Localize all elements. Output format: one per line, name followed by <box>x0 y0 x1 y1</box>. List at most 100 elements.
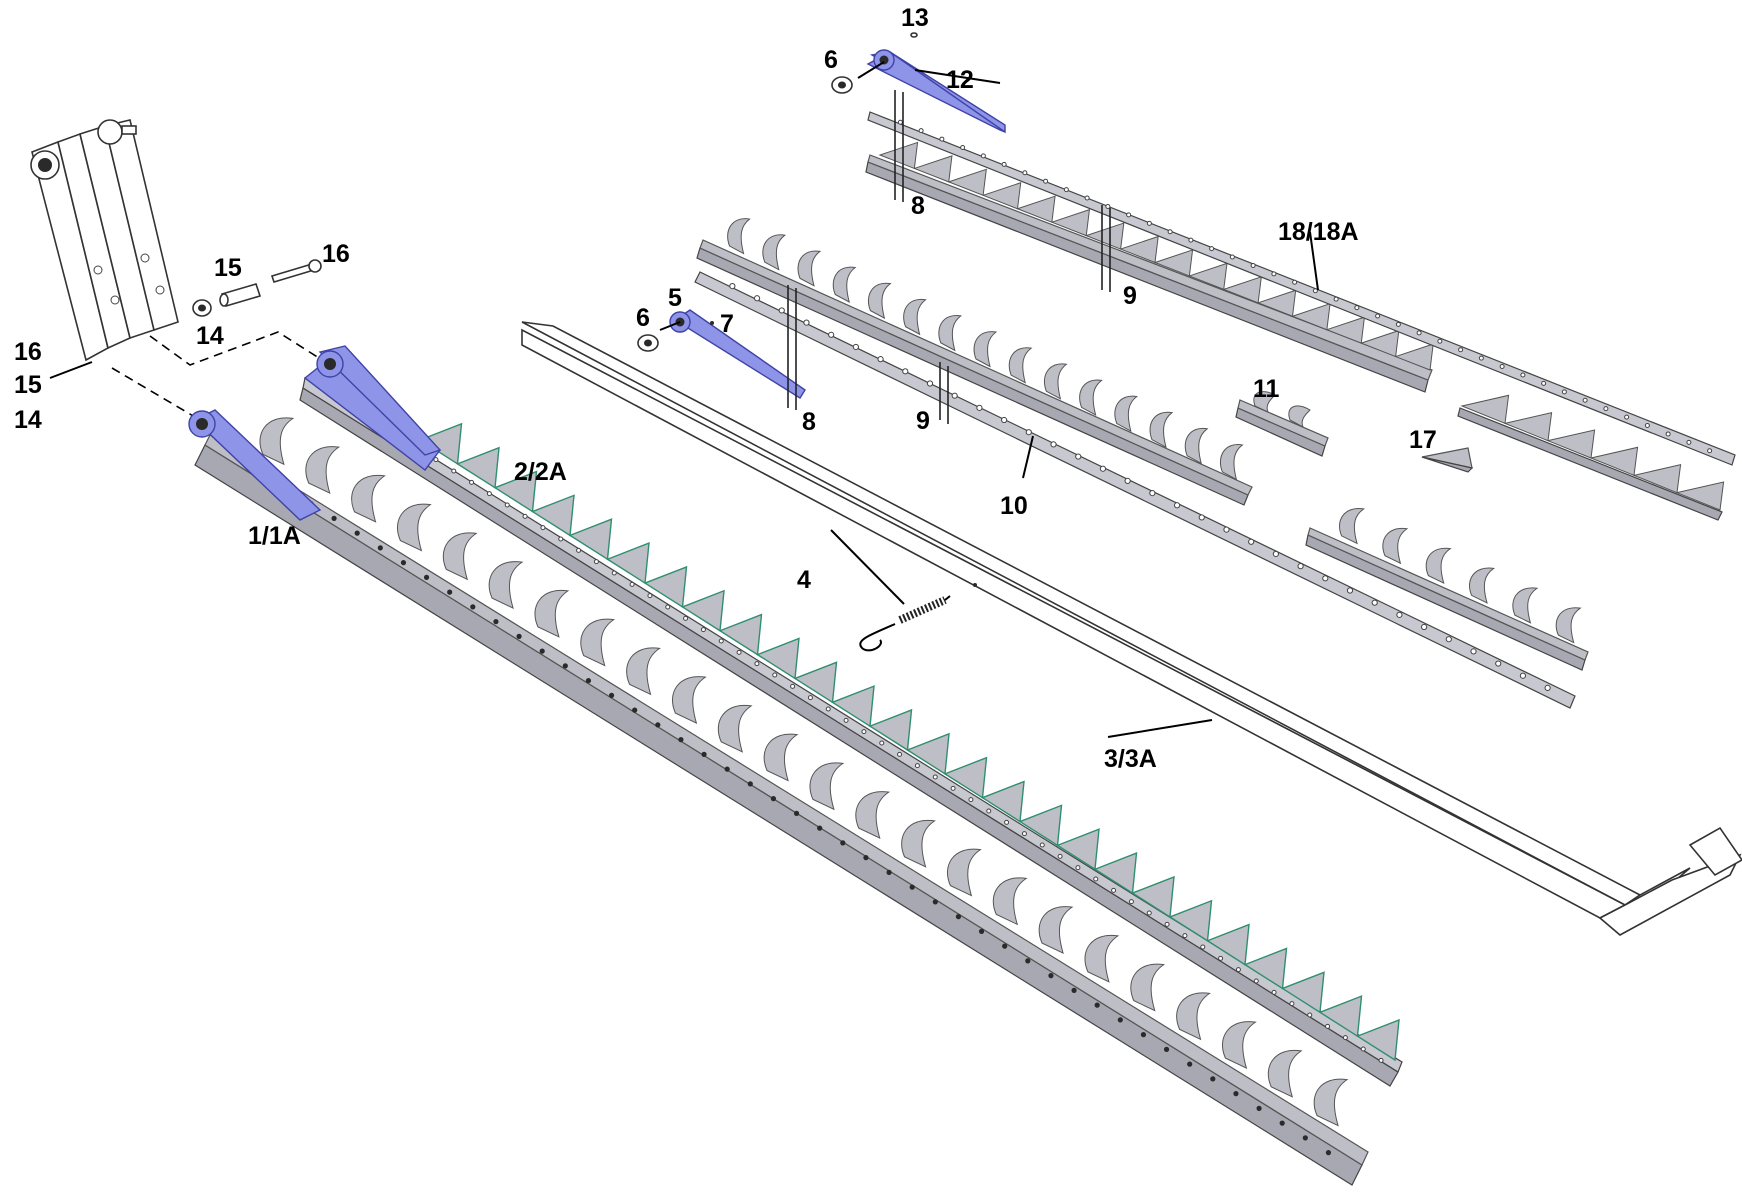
rivet-hole <box>729 282 736 290</box>
knife-section <box>943 756 988 799</box>
rivet-hole <box>1001 161 1007 167</box>
rivet-hole <box>1210 1076 1216 1082</box>
rivet-hole <box>354 530 360 536</box>
rivet-hole <box>897 119 903 125</box>
rivet-hole <box>1182 933 1188 939</box>
callout-15-top: 15 <box>214 254 242 282</box>
knife-section <box>1016 195 1056 223</box>
rivet-hole <box>665 604 671 610</box>
rivet-hole <box>932 774 938 780</box>
guard-tooth <box>901 819 936 868</box>
guard-tooth <box>671 676 707 725</box>
rivet-hole <box>1416 330 1422 336</box>
rivet-hole <box>790 683 796 689</box>
callout-2-2a: 2/2A <box>514 458 567 486</box>
rivet-hole <box>1325 1150 1332 1156</box>
rivet-hole <box>700 627 706 633</box>
rivet-hole <box>1223 526 1230 533</box>
knife-section <box>755 637 800 680</box>
callout-1-1a: 1/1A <box>248 522 301 550</box>
rivet-hole <box>504 502 510 508</box>
knife-section <box>1205 923 1250 966</box>
callout-18-18a: 18/18A <box>1278 218 1359 246</box>
rivet-hole <box>1071 987 1077 993</box>
rivet-hole <box>1167 229 1173 235</box>
rivet-hole <box>1111 887 1117 893</box>
rivet-hole <box>1297 563 1304 570</box>
knife-section <box>1503 412 1553 442</box>
rivet-hole <box>1021 831 1027 837</box>
rivet-hole <box>632 707 638 713</box>
guard-tooth <box>763 733 799 782</box>
arm-bracket-assembly <box>30 119 179 362</box>
rivet-hole <box>1499 364 1505 370</box>
rivet-hole <box>1057 853 1063 859</box>
knife-section <box>1280 971 1325 1014</box>
rivet-hole <box>1624 414 1630 420</box>
rivet-hole <box>803 319 810 326</box>
rivet-hole <box>897 751 903 757</box>
rivet-hole <box>1084 195 1090 201</box>
rivet-hole <box>1644 423 1650 429</box>
rivet-hole <box>447 589 453 595</box>
rivet-hole <box>1200 944 1206 950</box>
rivet-hole <box>724 766 730 772</box>
rivet-hole <box>608 692 615 698</box>
rivet-hole <box>433 457 439 463</box>
guard-tooth <box>259 417 295 466</box>
rivet-hole <box>1043 178 1049 184</box>
callout-11: 11 <box>1253 375 1280 403</box>
guard-tooth <box>1382 527 1409 565</box>
rivet-hole <box>1478 355 1484 361</box>
knife-section <box>878 141 919 170</box>
rivet-hole <box>1375 313 1381 319</box>
rivet-hole <box>1146 220 1152 226</box>
rivet-hole <box>1470 648 1477 655</box>
rivet-hole <box>1686 439 1692 445</box>
bolt-set-mid <box>787 285 949 424</box>
knife-section <box>793 661 838 704</box>
part-3-cover-strip <box>521 321 1742 936</box>
knife-section <box>947 168 987 197</box>
rivet-hole <box>754 661 760 667</box>
rivet-hole <box>1279 1120 1285 1126</box>
rivet-hole <box>593 559 599 565</box>
knife-section <box>455 446 500 489</box>
rivet-hole <box>701 751 707 757</box>
rivet-hole <box>1437 338 1443 344</box>
rivet-hole <box>863 855 869 861</box>
middle-knife-section <box>696 218 1253 506</box>
rivet-hole <box>1495 660 1502 667</box>
callout-13: 13 <box>901 4 929 32</box>
rivet-hole <box>843 717 849 723</box>
guard-tooth <box>762 234 787 271</box>
assembly-dash-line-1 <box>149 331 331 366</box>
callout-8-top: 8 <box>911 192 925 220</box>
rivet-hole <box>611 570 617 576</box>
rivet-hole <box>886 869 892 875</box>
rivet-hole <box>968 797 974 803</box>
rivet-hole <box>539 648 545 654</box>
callout-8-mid: 8 <box>802 408 816 436</box>
upper-knife-section <box>865 141 1434 393</box>
callout-6-mid: 6 <box>636 304 650 332</box>
callout-17: 17 <box>1409 426 1437 454</box>
rivet-hole <box>980 153 986 159</box>
rivet-hole <box>1312 288 1318 294</box>
guard-tooth <box>1512 587 1539 624</box>
rivet-hole <box>939 136 945 142</box>
callout-14-top: 14 <box>196 322 224 350</box>
rivet-hole <box>585 678 592 684</box>
rivet-hole <box>1248 538 1255 545</box>
rivet-hole <box>1002 943 1008 949</box>
rivet-hole <box>516 633 522 639</box>
guard-tooth <box>973 331 998 368</box>
rivet-hole <box>1250 262 1256 268</box>
knife-section <box>981 182 1022 210</box>
rivet-hole <box>840 840 846 846</box>
knife-section <box>1318 995 1363 1038</box>
rivet-hole <box>1124 477 1131 485</box>
rivet-hole <box>1378 1057 1384 1063</box>
guard-tooth <box>1221 1021 1257 1070</box>
rivet-hole <box>1582 397 1588 403</box>
